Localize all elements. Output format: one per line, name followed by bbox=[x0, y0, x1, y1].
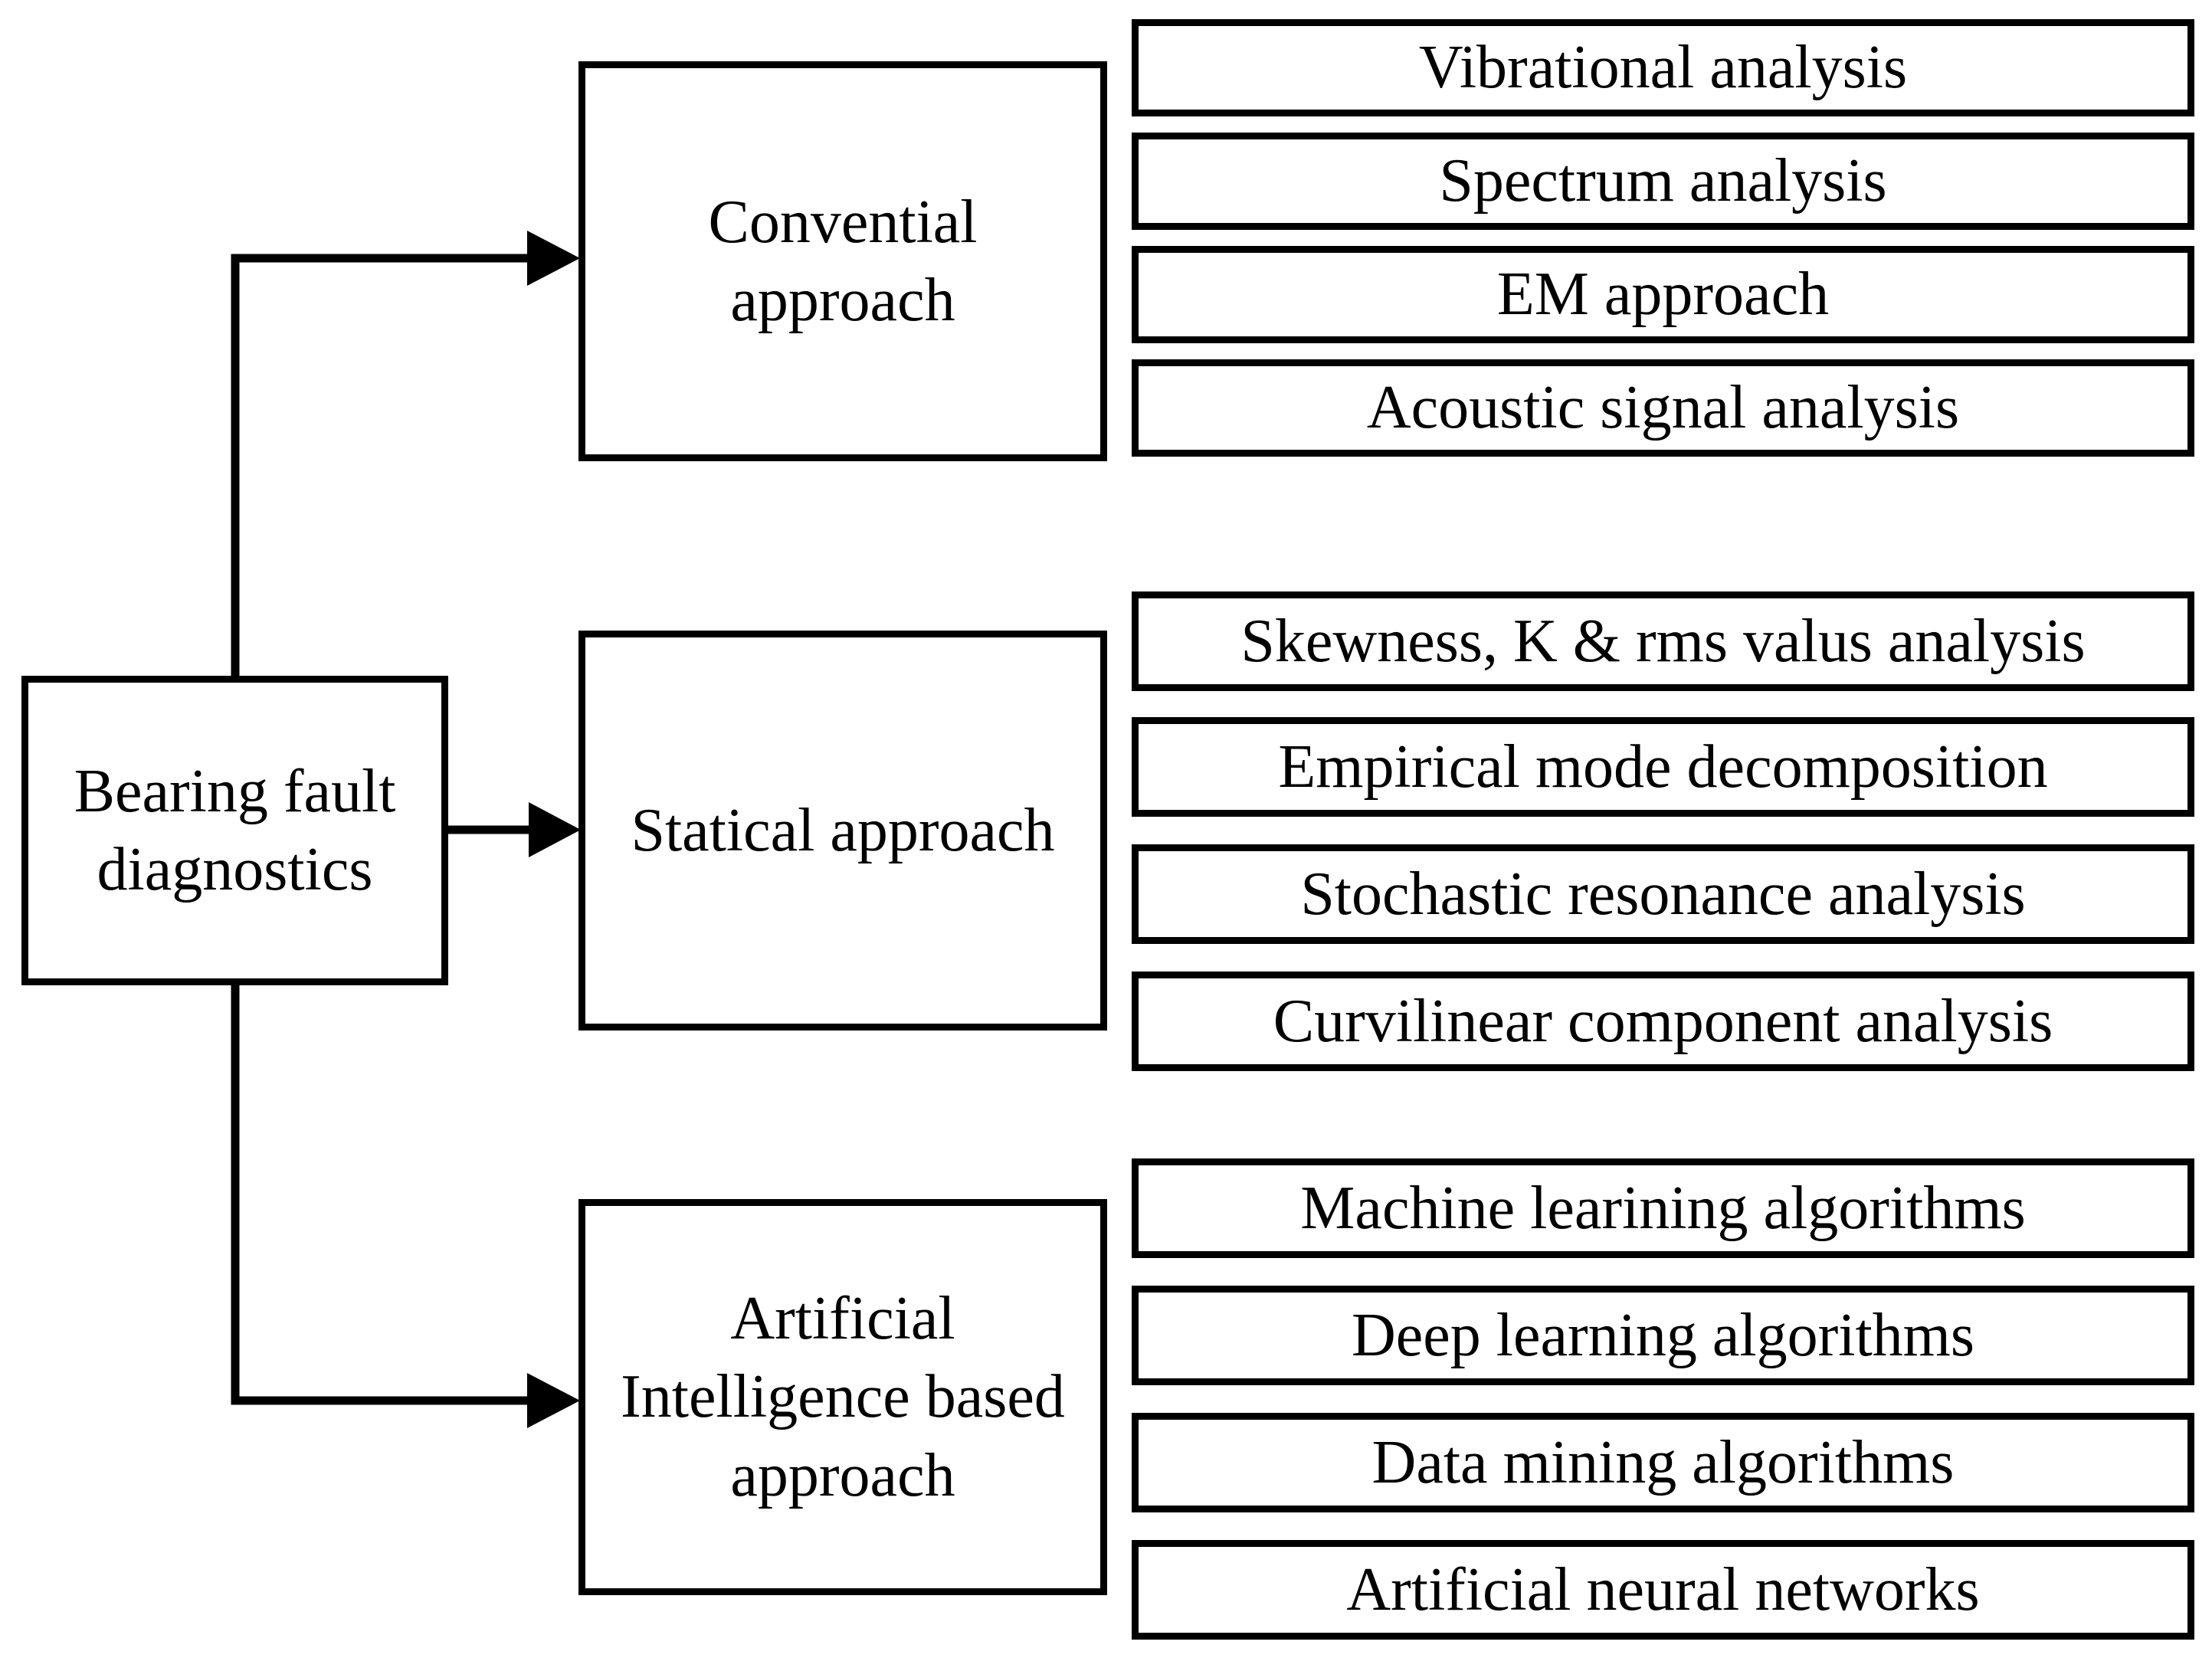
branch-statistical-approach-node: Statical approach bbox=[578, 631, 1107, 1031]
root-label-line-1: Bearing fault bbox=[74, 757, 396, 825]
connector-trunk-ai bbox=[231, 985, 527, 1405]
branch-conventional-approach-node: Convential approach bbox=[578, 61, 1107, 461]
leaf-empirical-mode-decomposition: Empirical mode decomposition bbox=[1132, 717, 2194, 817]
leaf-stochastic-resonance-analysis: Stochastic resonance analysis bbox=[1132, 844, 2194, 944]
statistical-label-line-1: Statical approach bbox=[631, 796, 1055, 864]
branch-ai-approach-node: Artificial Intelligence based approach bbox=[578, 1199, 1107, 1595]
leaf-machine-learning-algorithms: Machine learining algorithms bbox=[1132, 1158, 2194, 1258]
leaf-deep-learning-algorithms: Deep learning algorithms bbox=[1132, 1286, 2194, 1385]
conventional-label-line-1: Convential bbox=[708, 188, 978, 256]
leaf-em-approach: EM approach bbox=[1132, 246, 2194, 343]
leaf-vibrational-analysis: Vibrational analysis bbox=[1132, 19, 2194, 116]
root-node: Bearing fault diagnostics bbox=[21, 676, 448, 985]
leaf-data-mining-algorithms: Data mining algorithms bbox=[1132, 1413, 2194, 1512]
ai-label-line-3: approach bbox=[730, 1441, 955, 1509]
leaf-spectrum-analysis: Spectrum analysis bbox=[1132, 133, 2194, 230]
ai-label-line-2: Intelligence based bbox=[621, 1363, 1065, 1431]
arrowhead-ai bbox=[527, 1373, 580, 1428]
arrowhead-conventional bbox=[527, 231, 580, 286]
root-label-line-2: diagnostics bbox=[97, 836, 373, 903]
leaf-artificial-neural-networks: Artificial neural networks bbox=[1132, 1540, 2194, 1640]
leaf-acoustic-signal-analysis: Acoustic signal analysis bbox=[1132, 359, 2194, 457]
ai-label-line-1: Artificial bbox=[730, 1284, 955, 1352]
conventional-label-line-2: approach bbox=[730, 267, 955, 334]
connector-trunk-conventional bbox=[231, 254, 527, 676]
leaf-skewness-k-rms-values-analysis: Skewness, K & rms valus analysis bbox=[1132, 591, 2194, 691]
leaf-curvilinear-component-analysis: Curvilinear component analysis bbox=[1132, 972, 2194, 1071]
arrowhead-statistical bbox=[529, 802, 581, 857]
